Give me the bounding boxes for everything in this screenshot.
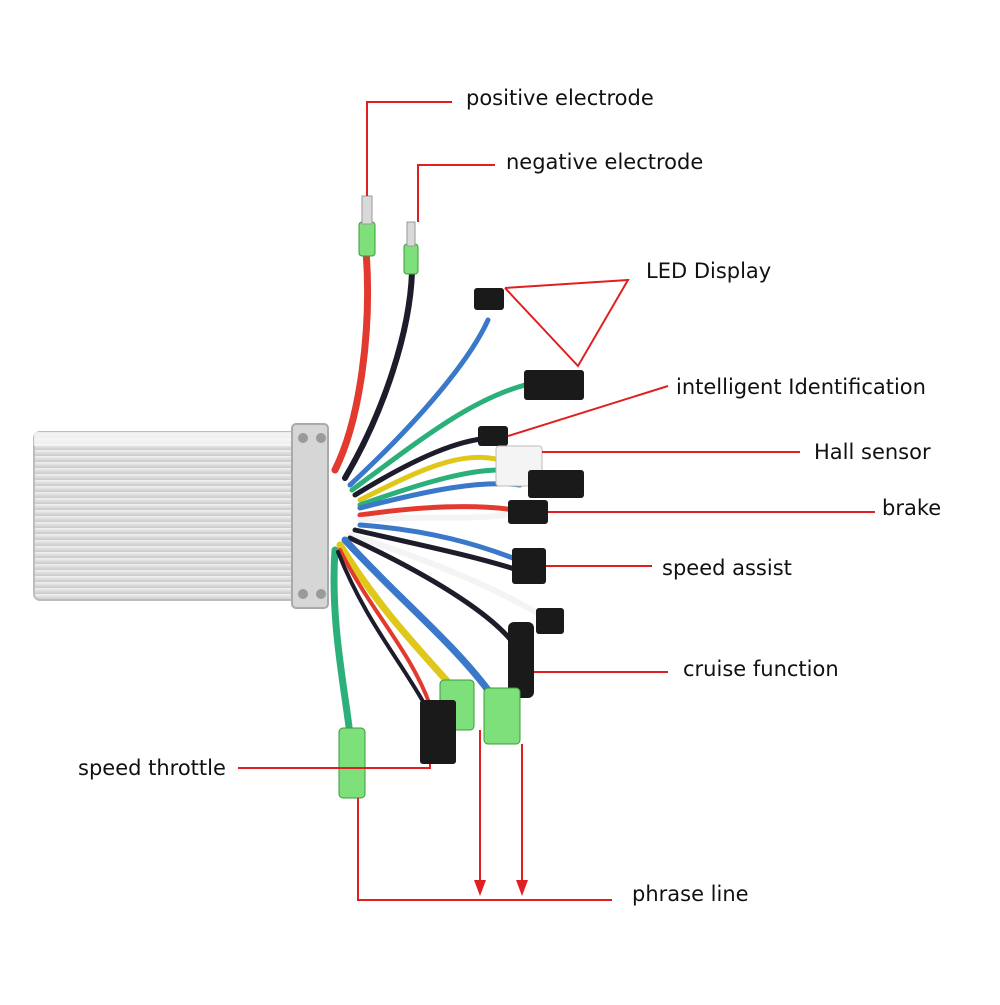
label-led-display: LED Display [646, 259, 772, 283]
callout-led-display [504, 278, 630, 368]
label-positive-electrode: positive electrode [466, 86, 654, 110]
hall-wire-green [357, 467, 503, 508]
speed-assist-connector [512, 548, 546, 584]
negative-wire [342, 269, 415, 481]
led-display-connector-2 [524, 370, 584, 400]
led-display-connector-1 [474, 288, 504, 310]
cruise-connector-small [536, 608, 564, 634]
screw-icon [316, 433, 326, 443]
hall-wire-yellow [357, 454, 503, 503]
phase-terminal-2 [483, 687, 521, 745]
phase-wire-yellow [336, 541, 459, 694]
led-display-wire-2 [349, 382, 528, 493]
callout-positive-electrode [366, 101, 452, 196]
identification-connector [478, 426, 508, 446]
arrow-down-icon [474, 880, 486, 896]
label-speed-assist: speed assist [662, 556, 792, 580]
callout-speed-throttle [238, 764, 431, 769]
label-negative-electrode: negative electrode [506, 150, 704, 174]
label-speed-throttle: speed throttle [78, 756, 226, 780]
controller-case [33, 423, 329, 609]
hall-connector-black [528, 470, 584, 498]
brake-wire [357, 504, 518, 518]
screw-icon [316, 589, 326, 599]
phase-wire-green [330, 546, 354, 739]
led-display-wire [347, 317, 491, 488]
cruise-wire-white [347, 532, 543, 618]
label-phrase-line: phrase line [632, 882, 749, 906]
arrow-down-icon [516, 880, 528, 896]
callout-negative-electrode [417, 164, 495, 222]
throttle-connector [420, 700, 456, 764]
speed-assist-wire [357, 522, 521, 563]
label-hall-sensor: Hall sensor [814, 440, 931, 464]
cruise-connector [508, 622, 534, 698]
screw-icon [298, 589, 308, 599]
label-intelligent-identification: intelligent Identification [676, 375, 926, 399]
end-cap [291, 423, 329, 609]
phase-terminal-3 [338, 727, 366, 799]
brake-connector [508, 500, 548, 524]
negative-terminal [403, 243, 419, 275]
label-cruise-function: cruise function [683, 657, 839, 681]
throttle-wire-red [338, 548, 432, 707]
callout-lines [238, 101, 875, 901]
callout-intelligent-identification [507, 385, 669, 437]
speed-assist-wire-black [352, 527, 521, 573]
positive-terminal [358, 221, 376, 257]
throttle-wire-black [336, 550, 427, 707]
arrowheads [474, 880, 528, 896]
brake-wire-white [357, 512, 508, 523]
label-brake: brake [882, 496, 942, 520]
negative-spade [406, 221, 416, 247]
positive-spade [361, 195, 373, 225]
screw-icon [298, 433, 308, 443]
positive-wire [331, 246, 372, 474]
connectors [338, 195, 584, 799]
callout-phrase-line [357, 798, 612, 901]
phase-wire-blue [341, 536, 492, 694]
